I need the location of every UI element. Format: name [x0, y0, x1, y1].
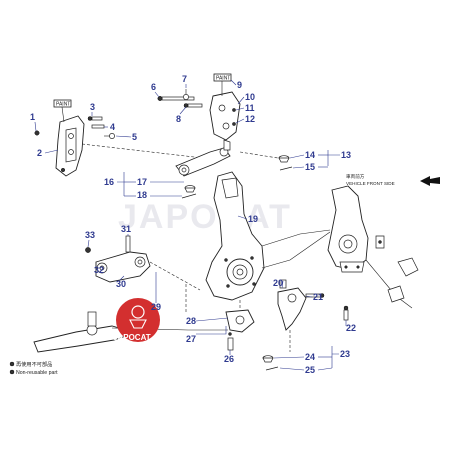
- callout-11: 11: [245, 103, 255, 113]
- lower-ball-joint: [225, 300, 255, 351]
- callout-16: 16: [104, 177, 114, 187]
- paint-label-box-left: [53, 99, 72, 108]
- legend-dot-icon: [9, 369, 15, 375]
- callout-1: 1: [30, 112, 35, 122]
- callout-7: 7: [182, 74, 187, 84]
- callout-4: 4: [110, 122, 115, 132]
- legend: 再使用不可部品 Non-reusable part: [9, 360, 58, 376]
- watermark: JAPOCAT: [118, 198, 292, 236]
- legend-text-en: Non-reusable part: [16, 370, 58, 376]
- callout-13: 13: [341, 150, 351, 160]
- callout-24: 24: [305, 352, 315, 362]
- upper-control-arm: [175, 139, 231, 199]
- logo-text: JAPOCAT: [113, 333, 151, 342]
- callout-12: 12: [245, 114, 255, 124]
- upper-arm-bracket: PAINT: [209, 73, 241, 141]
- paint-label-right: PAINT: [216, 76, 230, 82]
- steering-knuckle: [205, 171, 331, 301]
- callout-9: 9: [237, 80, 242, 90]
- callout-2: 2: [37, 148, 42, 158]
- callout-14: 14: [305, 150, 315, 160]
- direction-arrow-icon: [420, 176, 440, 186]
- callout-6: 6: [151, 82, 156, 92]
- callout-20: 20: [273, 278, 283, 288]
- callout-29: 29: [151, 302, 161, 312]
- callout-18: 18: [137, 190, 147, 200]
- callout-33: 33: [85, 230, 95, 240]
- callout-32: 32: [94, 265, 104, 275]
- knuckle-detail-view: [261, 185, 419, 309]
- callout-27: 27: [186, 334, 196, 344]
- callout-25: 25: [305, 365, 315, 375]
- japocat-logo: JAPOCAT: [113, 298, 160, 342]
- callout-28: 28: [186, 316, 196, 326]
- direction-label-en: VEHICLE FRONT SIDE: [346, 181, 395, 186]
- legend-text-cn: 再使用不可部品: [16, 360, 52, 368]
- callout-17: 17: [137, 177, 147, 187]
- paint-label-left: PAINT: [56, 102, 70, 108]
- callout-23: 23: [340, 349, 350, 359]
- callout-21: 21: [313, 292, 323, 302]
- callout-22: 22: [346, 323, 356, 333]
- callout-3: 3: [90, 102, 95, 112]
- bracket-assembly: PAINT: [53, 99, 85, 177]
- legend-dot-icon: [9, 361, 15, 367]
- callout-30: 30: [116, 279, 126, 289]
- bolt-set-top: [157, 89, 203, 108]
- direction-label-cn: 車両前方: [346, 173, 365, 180]
- callout-8: 8: [176, 114, 181, 124]
- callout-31: 31: [121, 224, 131, 234]
- paint-label-box-right: [213, 73, 232, 82]
- callout-10: 10: [245, 92, 255, 102]
- callout-26: 26: [224, 354, 234, 364]
- callout-5: 5: [132, 132, 137, 142]
- callout-15: 15: [305, 162, 315, 172]
- lower-arm-link: [85, 235, 201, 291]
- callout-labels: 1 2 3 4 5 6 7 8 9 10 11 12 13 14 15 16: [30, 74, 356, 375]
- stabilizer-link: [262, 279, 349, 371]
- callout-19: 19: [248, 214, 258, 224]
- vehicle-front-indicator: 車両前方 VEHICLE FRONT SIDE: [346, 173, 440, 186]
- washer-set-right: [239, 151, 293, 171]
